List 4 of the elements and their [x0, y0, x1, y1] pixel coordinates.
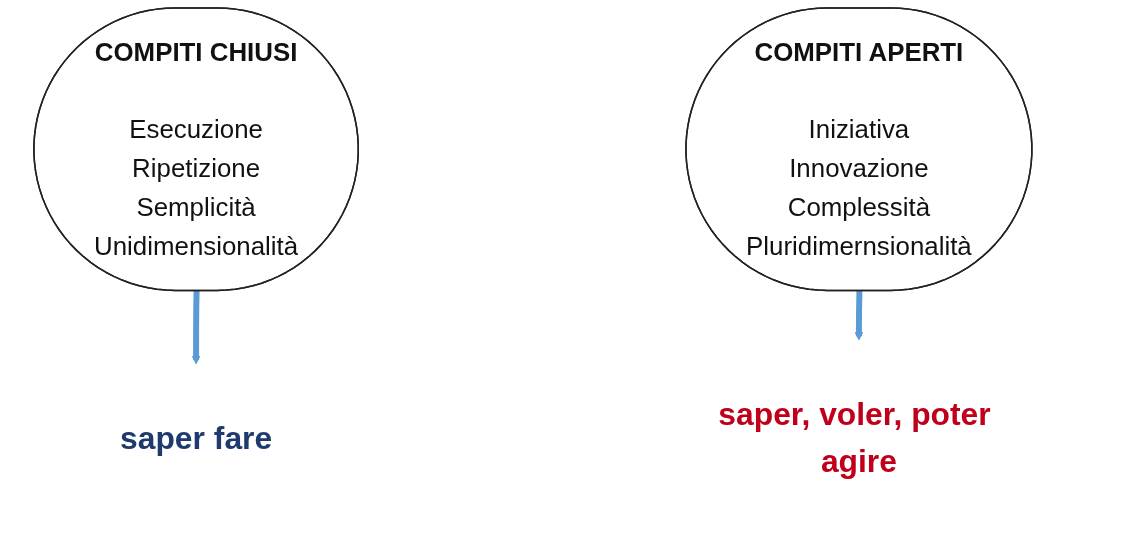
arrow — [191, 290, 201, 365]
arrow — [854, 290, 864, 341]
node-text: saper fare — [120, 419, 273, 456]
node-text: saper, voler, poter agire — [718, 395, 991, 480]
